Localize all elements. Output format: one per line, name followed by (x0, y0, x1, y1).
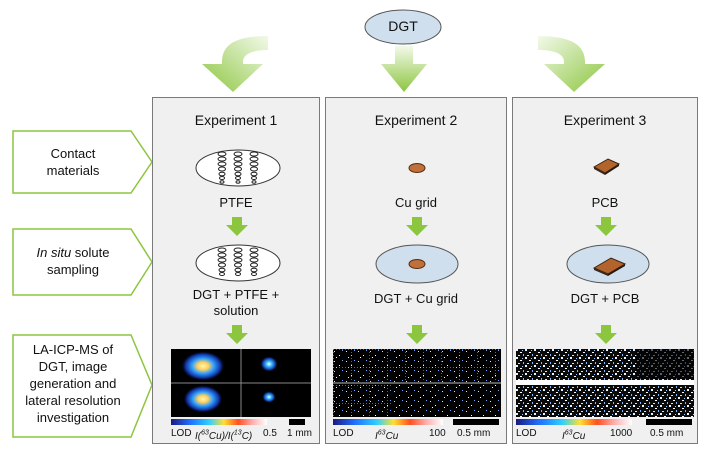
side-label-la-icp-ms: LA-ICP-MS of DGT, image generation and l… (13, 341, 133, 426)
colorbar-max-label: 0.5 (263, 428, 277, 439)
experiment-2-heatmap (333, 349, 501, 417)
quantity-part: I (375, 431, 378, 443)
experiment-1-scale-row: LOD I(63Cu)/I(13C) 0.5 1 mm (171, 419, 312, 443)
down-arrow-icon (595, 325, 617, 344)
dgt-with-cu-grid-icon (375, 244, 459, 284)
experiment-1-title: Experiment 1 (194, 112, 278, 128)
colorbar-min-label: LOD (333, 428, 354, 439)
sampling-line: DGT + PTFE + (192, 287, 280, 302)
side-label-line: In situ solute (13, 244, 133, 261)
side-label-line: sampling (46, 262, 100, 277)
experiment-2-title: Experiment 2 (374, 112, 458, 128)
side-label-in-situ-sampling: In situ solute sampling (13, 244, 133, 278)
side-label-contact-materials: Contact materials (13, 145, 133, 179)
quantity-sup: 63 (377, 430, 386, 437)
experiment-1-heatmap (171, 349, 311, 417)
quantity-sup: 63 (564, 430, 573, 437)
experiment-2-panel: Experiment 2 Cu grid DGT + Cu grid (325, 97, 507, 444)
experiment-1-panel: Experiment 1 PTFE DGT + PTFE + solution (152, 97, 320, 444)
colorbar (171, 419, 305, 425)
scale-bar-label: 0.5 mm (650, 428, 684, 439)
colorbar-quantity-label: I63Cu (562, 428, 585, 443)
experiment-3-title: Experiment 3 (563, 112, 647, 128)
experiment-2-image (333, 349, 501, 417)
down-arrow-icon (406, 217, 428, 236)
sampling-line: DGT + PCB (570, 291, 640, 306)
side-box-contact-materials (12, 130, 153, 194)
scale-bar-label: 1 mm (287, 428, 312, 439)
experiment-3-image (516, 349, 694, 417)
curved-arrow-left-icon (202, 36, 268, 92)
cu-grid-icon (408, 163, 426, 173)
dgt-with-pcb-icon (566, 244, 650, 284)
down-arrow-center-icon (381, 46, 427, 92)
quantity-part: C) (241, 431, 253, 443)
colorbar-min-label: LOD (516, 428, 537, 439)
experiment-1-sampling-label: DGT + PTFE + solution (153, 287, 319, 319)
experiment-2-sampling-label: DGT + Cu grid (326, 291, 506, 307)
side-box-la-icp-ms (12, 334, 153, 438)
quantity-part: Cu (572, 431, 586, 443)
dgt-node: DGT (364, 9, 442, 45)
experiment-1-material-label: PTFE (219, 195, 253, 210)
experiment-3-heatmap (516, 349, 694, 417)
down-arrow-icon (226, 325, 248, 344)
colorbar (516, 419, 692, 425)
sampling-line: DGT + Cu grid (374, 291, 458, 306)
scale-bar-label: 0.5 mm (457, 428, 491, 439)
colorbar-max-label: 1000 (610, 428, 633, 439)
quantity-part: Cu)/I( (208, 431, 234, 443)
down-arrow-icon (406, 325, 428, 344)
side-label-shapes (12, 130, 153, 438)
experiment-3-scale-row: LOD I63Cu 1000 0.5 mm (516, 419, 694, 443)
side-label-line: lateral resolution (25, 393, 121, 408)
dgt-node-label: DGT (388, 18, 418, 34)
side-label-line: materials (46, 163, 100, 178)
colorbar (333, 419, 499, 425)
side-label-line: investigation (36, 410, 110, 425)
colorbar-quantity-label: I(63Cu)/I(13C) (195, 428, 252, 443)
down-arrow-icon (595, 217, 617, 236)
side-box-in-situ (12, 228, 153, 296)
quantity-sup: 13 (233, 430, 242, 437)
pcb-icon (592, 158, 621, 175)
side-label-line: LA-ICP-MS of (32, 342, 114, 357)
side-label-line: Contact (50, 146, 96, 161)
experiment-2-material-label: Cu grid (395, 195, 437, 210)
quantity-part: Cu (385, 431, 399, 443)
quantity-part: I( (195, 431, 202, 443)
side-label-rest: solute (71, 245, 110, 260)
side-label-line: generation and (29, 376, 117, 391)
quantity-sup: 63 (201, 430, 209, 437)
side-label-line: DGT, image (38, 359, 108, 374)
experiment-1-image-grid (171, 349, 311, 417)
colorbar-max-label: 100 (429, 428, 446, 439)
curved-arrow-right-icon (538, 36, 605, 92)
experiment-3-sampling-label: DGT + PCB (513, 291, 697, 307)
sampling-line: solution (213, 303, 259, 318)
experiment-3-panel: Experiment 3 PCB DGT + PCB (512, 97, 698, 444)
ptfe-plate-icon (195, 149, 281, 187)
experiment-3-material-label: PCB (591, 195, 619, 210)
experiment-2-scale-row: LOD I63Cu 100 0.5 mm (333, 419, 501, 443)
colorbar-min-label: LOD (171, 428, 192, 439)
colorbar-quantity-label: I63Cu (375, 428, 398, 443)
side-label-italic: In situ (36, 245, 72, 260)
down-arrow-icon (226, 217, 248, 236)
quantity-part: I (562, 431, 565, 443)
ptfe-on-dgt-icon (195, 244, 281, 282)
